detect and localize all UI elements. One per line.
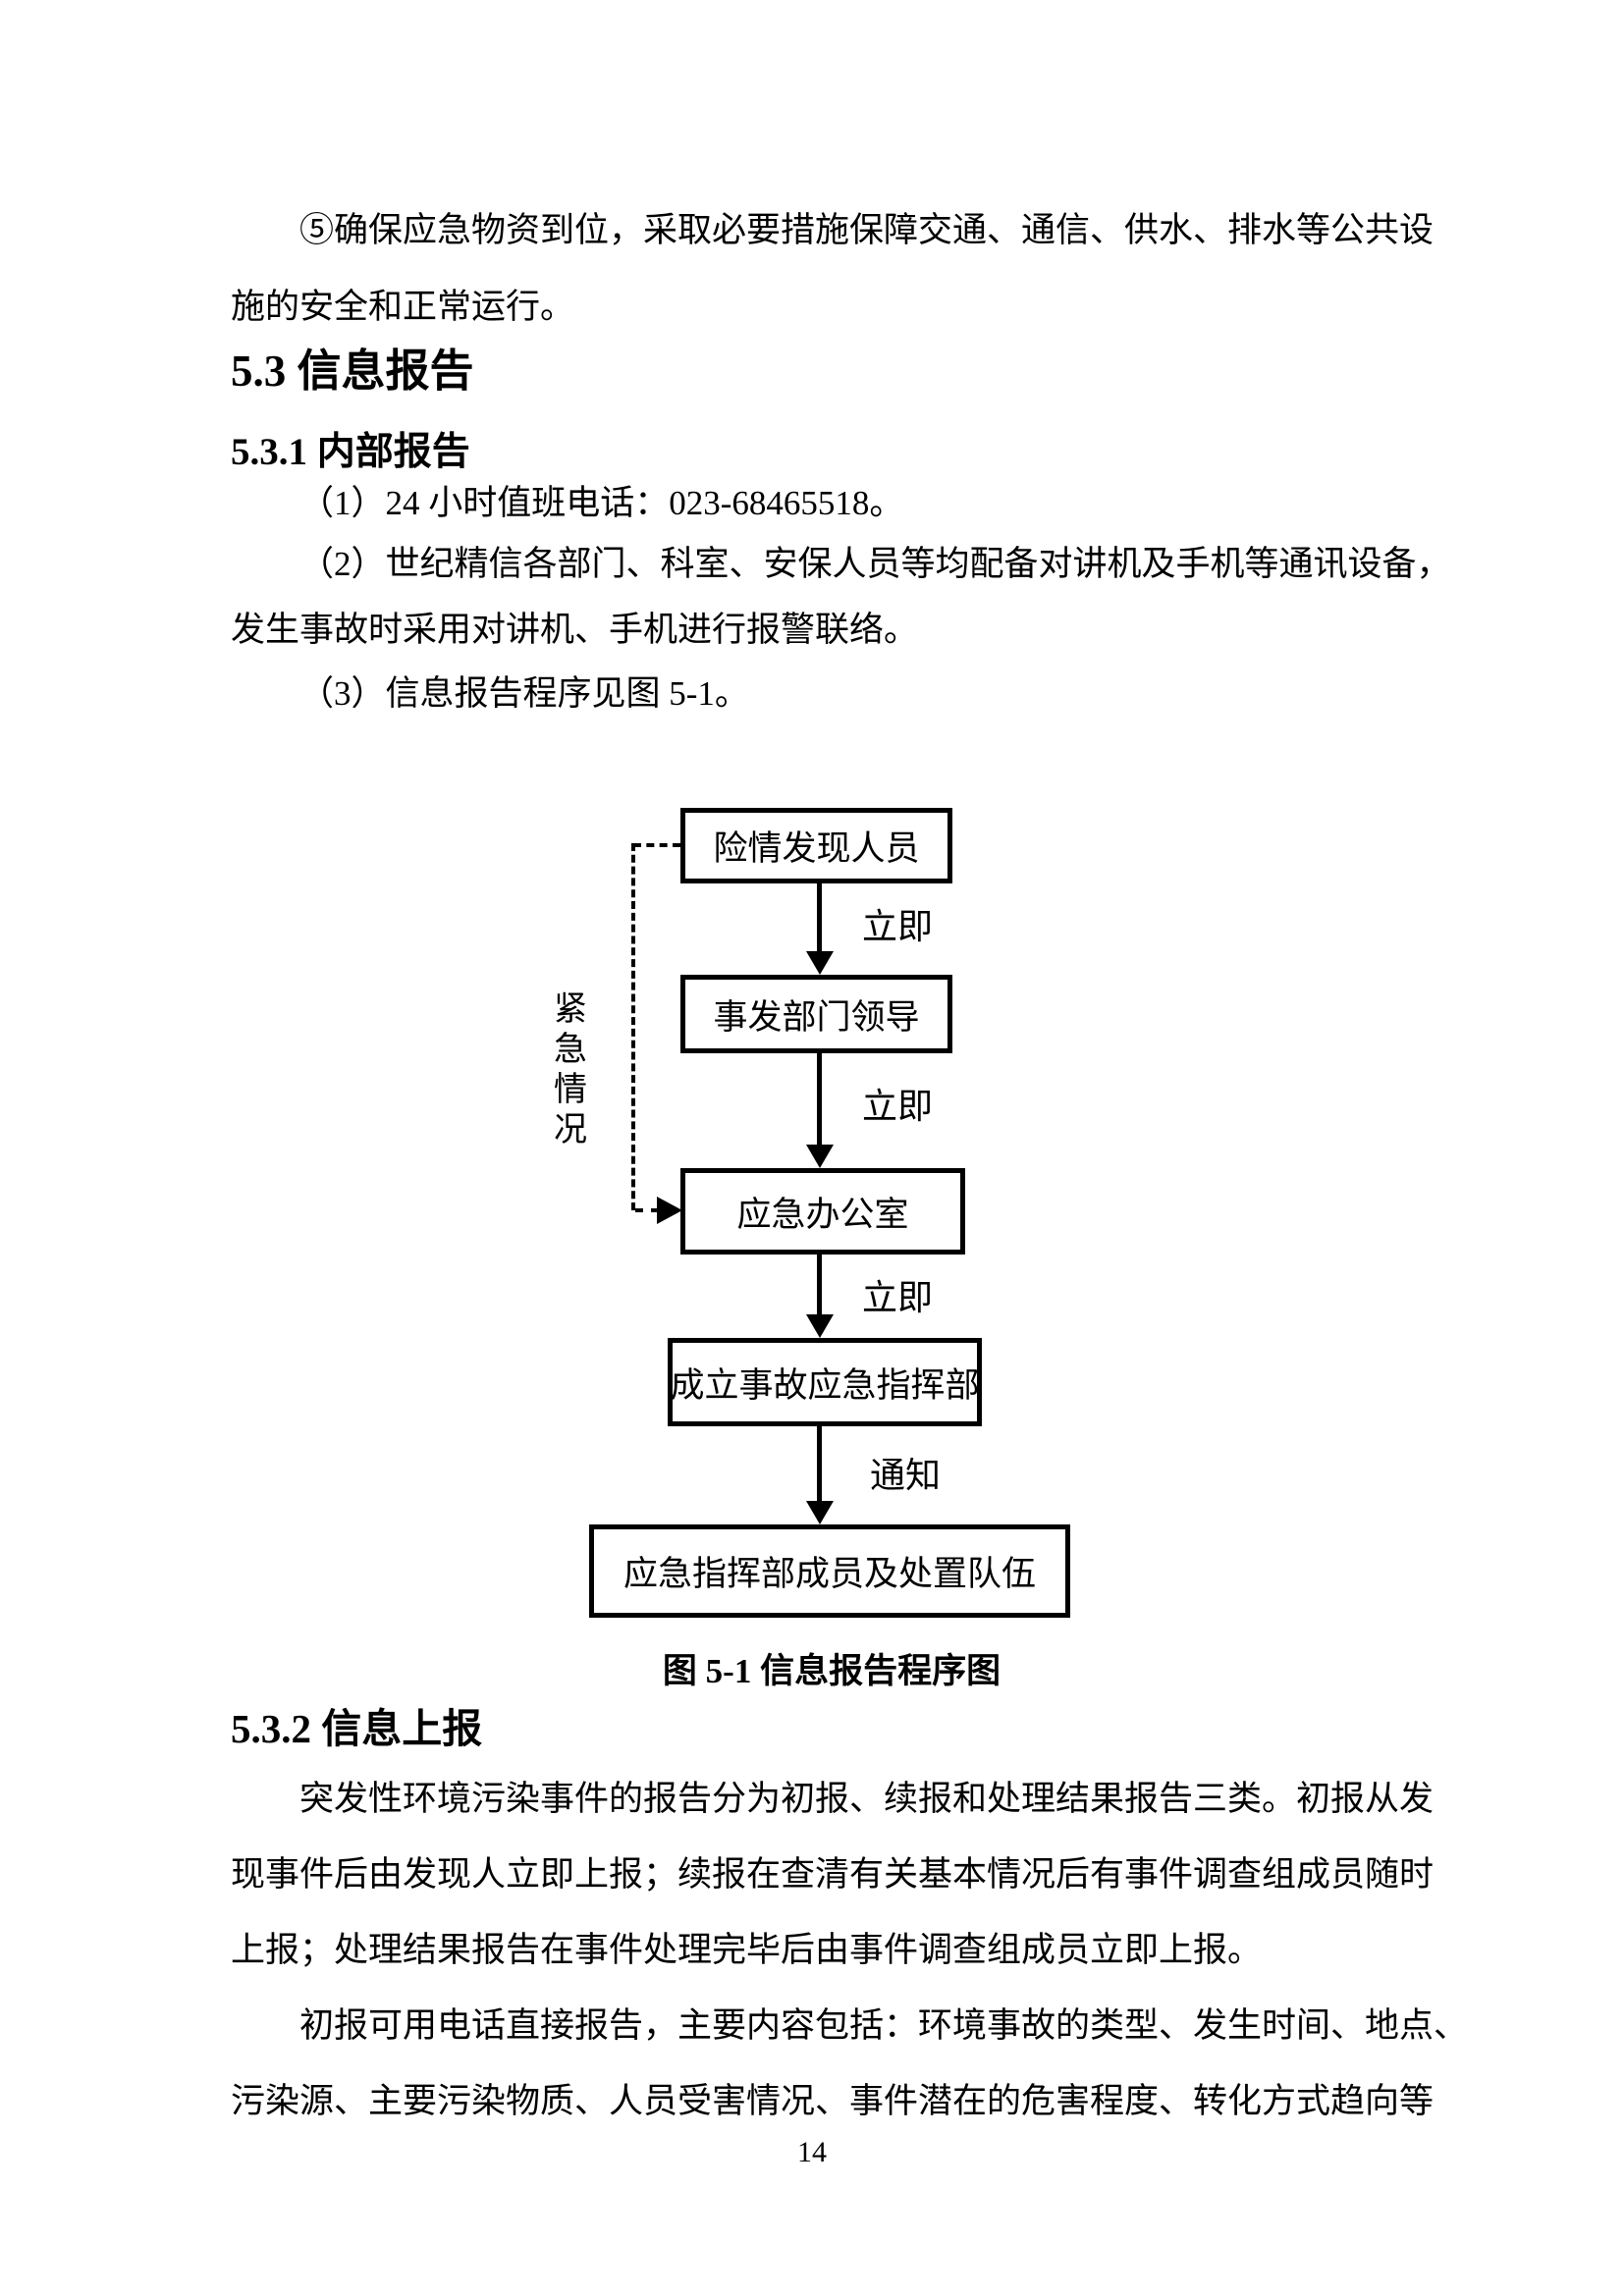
section-heading-5-3: 5.3 信息报告 <box>231 347 474 396</box>
arrow-right-icon <box>657 1197 682 1224</box>
arrow-down-icon <box>806 1501 834 1524</box>
arrow-down-icon <box>806 1145 834 1168</box>
flow-arrow-line-1 <box>817 883 822 953</box>
list-item-1: （1）24 小时值班电话：023-68465518。 <box>299 484 904 522</box>
flow-arrow-line-3 <box>817 1255 822 1316</box>
flow-node-label: 事发部门领导 <box>713 997 920 1037</box>
flow-node-label: 成立事故应急指挥部 <box>670 1365 980 1405</box>
figure-caption: 图 5-1 信息报告程序图 <box>662 1652 1001 1690</box>
paragraph-report-types: 突发性环境污染事件的报告分为初报、续报和处理结果报告三类。初报从发 现事件后由发… <box>231 1761 1434 1988</box>
paragraph-line: ⑤确保应急物资到位，采取必要措施保障交通、通信、供水、排水等公共设 <box>299 211 1435 249</box>
edge-label-notify: 通知 <box>870 1456 942 1495</box>
flow-node-emergency-office: 应急办公室 <box>680 1168 965 1255</box>
paragraph-line: 污染源、主要污染物质、人员受害情况、事件潜在的危害程度、转化方式趋向等 <box>231 2082 1435 2120</box>
list-item-3: （3）信息报告程序见图 5-1。 <box>299 674 749 713</box>
section-heading-5-3-1: 5.3.1 内部报告 <box>231 431 470 473</box>
edge-label-immediately-1: 立即 <box>862 907 934 946</box>
arrow-down-icon <box>806 951 834 975</box>
list-item-2: （2）世纪精信各部门、科室、安保人员等均配备对讲机及手机等通讯设备， 发生事故时… <box>231 531 1451 663</box>
paragraph-line: 初报可用电话直接报告，主要内容包括：环境事故的类型、发生时间、地点、 <box>299 2006 1469 2045</box>
flow-node-label: 应急办公室 <box>736 1195 909 1234</box>
flow-node-discoverer: 险情发现人员 <box>680 808 952 883</box>
paragraph-line: 上报；处理结果报告在事件处理完毕后由事件调查组成员立即上报。 <box>231 1931 1263 1969</box>
paragraph-line: 现事件后由发现人立即上报；续报在查清有关基本情况后有事件调查组成员随时 <box>231 1855 1435 1894</box>
flow-node-label: 险情发现人员 <box>713 829 920 868</box>
flow-node-dept-leader: 事发部门领导 <box>680 975 952 1053</box>
flow-node-command-center: 成立事故应急指挥部 <box>668 1338 982 1426</box>
section-heading-5-3-2: 5.3.2 信息上报 <box>231 1706 483 1751</box>
flow-node-members: 应急指挥部成员及处置队伍 <box>589 1524 1070 1618</box>
paragraph-line: 突发性环境污染事件的报告分为初报、续报和处理结果报告三类。初报从发 <box>299 1780 1435 1818</box>
bypass-dashed-line-bottom <box>635 1208 659 1212</box>
page-number: 14 <box>797 2136 827 2168</box>
flow-node-label: 应急指挥部成员及处置队伍 <box>623 1555 1036 1593</box>
edge-label-immediately-3: 立即 <box>862 1278 934 1317</box>
paragraph-initial-report: 初报可用电话直接报告，主要内容包括：环境事故的类型、发生时间、地点、 污染源、主… <box>231 1988 1468 2139</box>
edge-label-immediately-2: 立即 <box>862 1087 934 1126</box>
paragraph-line: （2）世纪精信各部门、科室、安保人员等均配备对讲机及手机等通讯设备， <box>299 545 1451 583</box>
paragraph-line: 施的安全和正常运行。 <box>231 288 575 326</box>
paragraph-line: 发生事故时采用对讲机、手机进行报警联络。 <box>231 611 919 649</box>
flow-arrow-line-4 <box>817 1426 822 1503</box>
bypass-dashed-line-top <box>633 843 680 847</box>
bypass-dashed-line-vertical <box>631 843 635 1210</box>
flow-arrow-line-2 <box>817 1053 822 1147</box>
paragraph-intro: ⑤确保应急物资到位，采取必要措施保障交通、通信、供水、排水等公共设 施的安全和正… <box>231 192 1434 346</box>
bypass-label-vertical: 紧急情况 <box>554 991 587 1148</box>
arrow-down-icon <box>806 1314 834 1338</box>
